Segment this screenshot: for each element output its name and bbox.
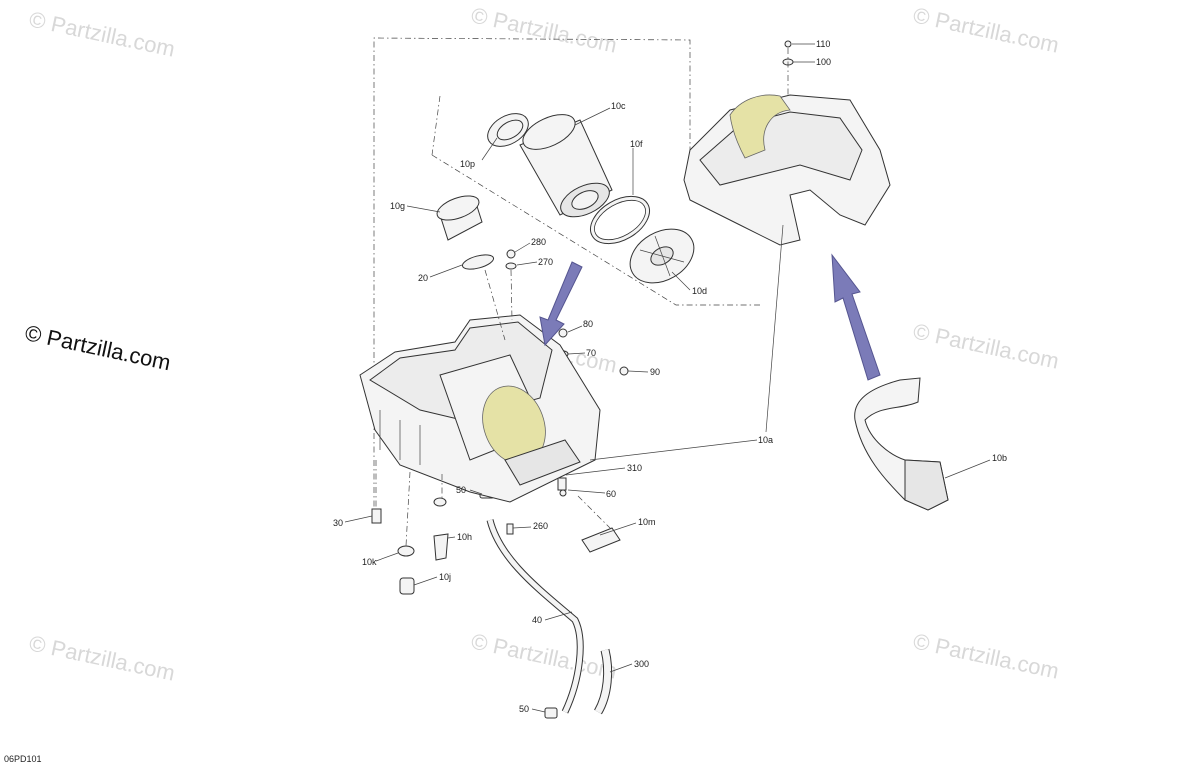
callout-10f: 10f [630,139,643,149]
callout-270: 270 [538,257,553,267]
air-filter-cartridge [519,114,613,218]
callout-40: 40 [532,615,542,625]
callout-10j: 10j [439,572,451,582]
warning-label [581,527,621,553]
drain-hose [486,519,584,714]
callout-10d: 10d [692,286,707,296]
callout-80: 80 [583,319,593,329]
watermark-tile: © Partzilla.com [27,630,177,685]
callout-60: 60 [606,489,616,499]
watermark-tile: © Partzilla.com [469,2,619,57]
callout-10m: 10m [638,517,656,527]
watermark-tile: © Partzilla.com [911,318,1061,373]
assembly-frame [373,37,760,520]
figure-id: 06PD101 [4,754,42,764]
callout-10a: 10a [758,435,773,445]
callouts: 110 100 10c 10f 10p 10g 280 270 20 10d 8… [333,39,1007,714]
callout-10h: 10h [457,532,472,542]
callout-100: 100 [816,57,831,67]
airbox-base [359,314,601,503]
callout-30: 30 [333,518,343,528]
intake-adapter [436,195,495,270]
callout-20: 20 [418,273,428,283]
callout-50-bottom: 50 [519,704,529,714]
callout-70: 70 [586,348,596,358]
callout-110: 110 [816,39,830,49]
watermark-tile: © Partzilla.com [911,628,1061,683]
filter-gasket [590,195,650,245]
callout-50-top: 50 [456,485,466,495]
intake-duct [854,377,949,511]
leader-lines [344,43,991,713]
callout-10c: 10c [611,101,626,111]
watermark-tile: © Partzilla.com [27,6,177,61]
callout-280: 280 [531,237,546,247]
hose-segment [594,648,613,715]
callout-310: 310 [627,463,642,473]
watermark-tile: © Partzilla.com [911,2,1061,57]
end-cover [629,228,695,284]
watermark-tile: © Partzilla.com [469,628,619,683]
callout-90: 90 [650,367,660,377]
callout-300: 300 [634,659,649,669]
arrow-up-left [831,253,881,381]
direction-arrows [539,253,881,381]
callout-10g: 10g [390,201,405,211]
airbox-cover [683,94,891,246]
callout-10k: 10k [362,557,377,567]
arrow-down-left [539,261,583,347]
seal-ring [487,113,529,147]
callout-10p: 10p [460,159,475,169]
callout-10b: 10b [992,453,1007,463]
callout-260: 260 [533,521,548,531]
